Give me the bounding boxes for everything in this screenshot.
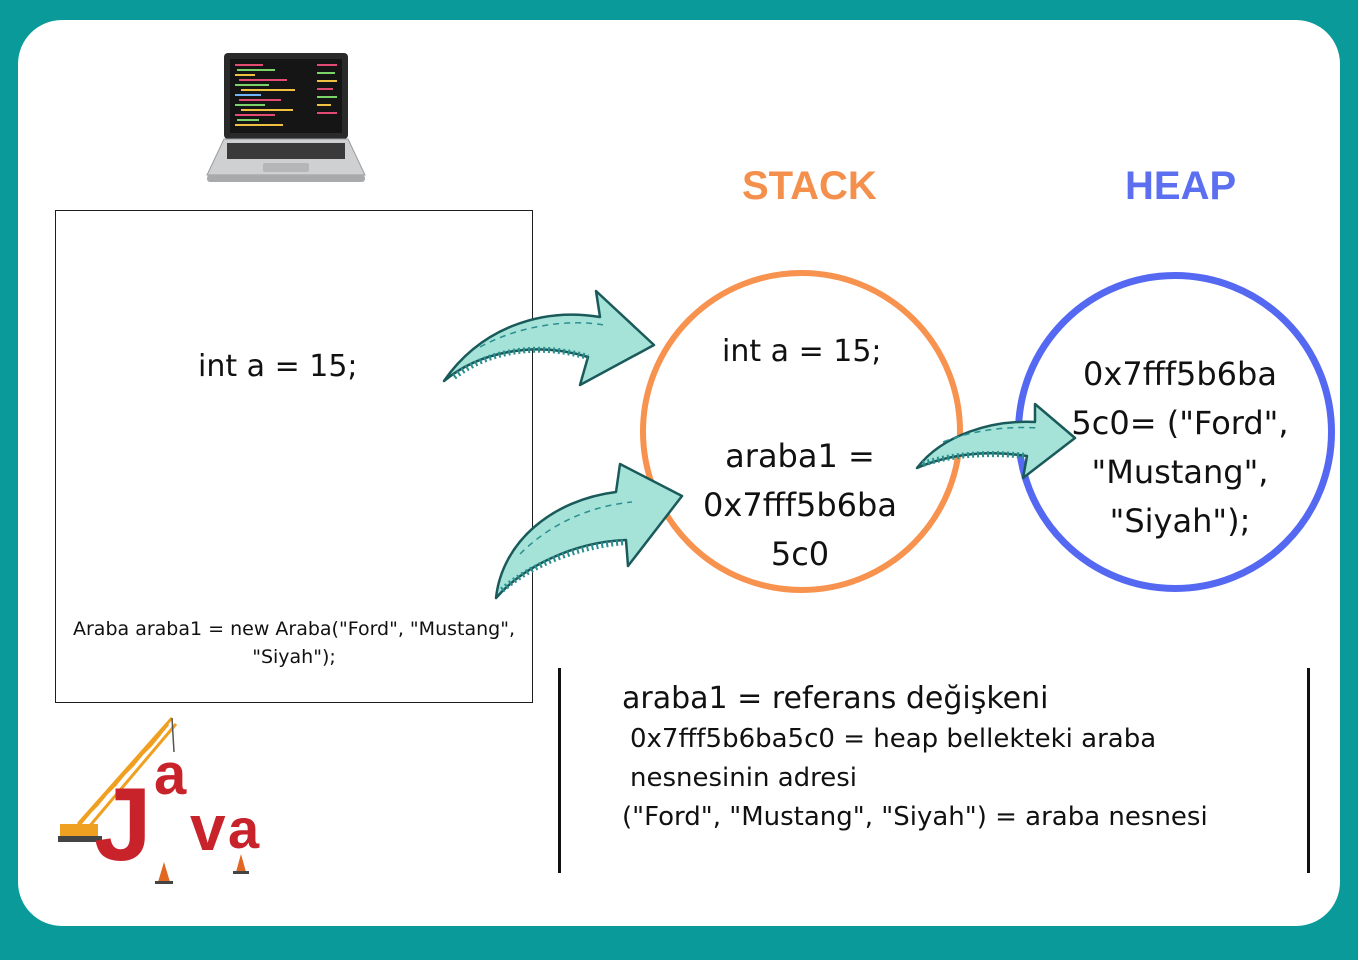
- notes-right-rule: [1307, 668, 1310, 873]
- java-logo-letter-v: v: [190, 792, 226, 864]
- heap-title: HEAP: [1125, 164, 1237, 208]
- java-logo-letter-j: J: [94, 767, 152, 883]
- notes-left-rule: [558, 668, 561, 873]
- code-primitive-line: int a = 15;: [198, 349, 358, 384]
- laptop-icon: [206, 53, 366, 182]
- java-logo-letter-a2: a: [228, 797, 260, 860]
- stack-title: STACK: [742, 164, 877, 208]
- note-object: ("Ford", "Mustang", "Siyah") = araba nes…: [622, 802, 1208, 832]
- notes-panel: araba1 = referans değişkeni 0x7fff5b6ba5…: [622, 678, 1250, 837]
- arrow-code-to-stack-reference: [494, 462, 684, 600]
- stack-primitive-value: int a = 15;: [722, 334, 882, 369]
- code-box: int a = 15; Araba araba1 = new Araba("Fo…: [55, 210, 533, 703]
- stack-reference-value: araba1 = 0x7fff5b6ba 5c0: [703, 437, 897, 573]
- note-reference-variable: araba1 = referans değişkeni: [622, 681, 1049, 716]
- arrow-stack-to-heap: [915, 402, 1077, 480]
- stack-circle: [640, 270, 963, 593]
- java-logo-letter-a1: a: [154, 742, 187, 807]
- arrow-code-to-stack-primitive: [442, 289, 656, 387]
- heap-object-value: 0x7fff5b6ba 5c0= ("Ford", "Mustang", "Si…: [1071, 355, 1289, 540]
- note-heap-address: 0x7fff5b6ba5c0 = heap bellekteki araba n…: [630, 724, 1157, 793]
- code-object-line: Araba araba1 = new Araba("Ford", "Mustan…: [73, 618, 515, 668]
- heap-circle: [1015, 272, 1335, 592]
- java-logo: J a v a: [58, 717, 260, 884]
